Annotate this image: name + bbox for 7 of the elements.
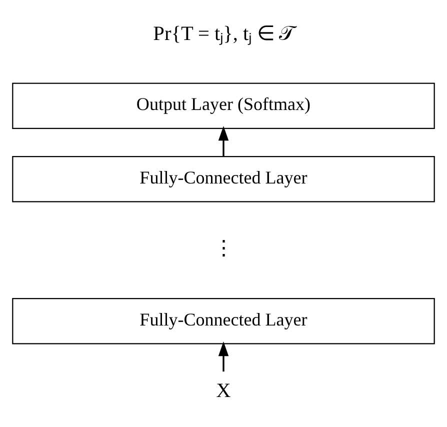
node-box: Fully-Connected Layer [12,156,435,202]
node-box: Fully-Connected Layer [12,298,435,344]
node-text: X [216,380,231,402]
arrow [218,341,229,372]
node-box: Output Layer (Softmax) [12,82,435,129]
arrow [218,126,229,156]
label: ⋮ [214,238,234,260]
